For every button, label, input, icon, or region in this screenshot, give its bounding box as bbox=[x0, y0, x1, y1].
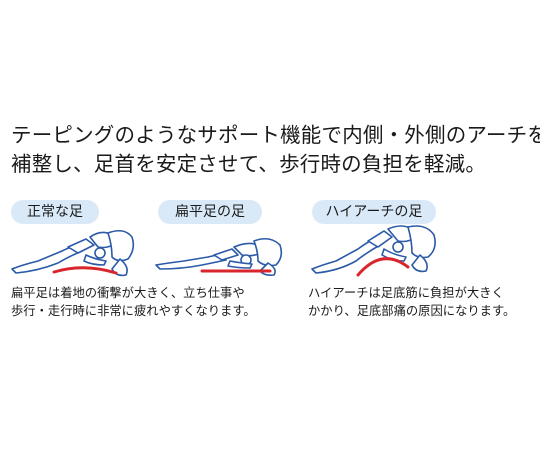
headline-line-1: テーピングのようなサポート機能で内側・外側のアーチを bbox=[11, 123, 540, 147]
flat-foot-illustration bbox=[152, 227, 287, 283]
flat-foot-bones-icon bbox=[155, 237, 283, 276]
high-arch-caption: ハイアーチは足底筋に負担が大きく かかり、足底部痛の原因になります。 bbox=[308, 284, 515, 320]
normal-arch-line bbox=[52, 266, 118, 275]
flat-foot-caption: 扁平足は着地の衝撃が大きく、立ち仕事や 歩行・走行時に非常に疲れやすくなります。 bbox=[11, 284, 256, 320]
normal-foot-illustration bbox=[8, 227, 138, 283]
label-normal-foot: 正常な足 bbox=[11, 200, 99, 224]
headline: テーピングのようなサポート機能で内側・外側のアーチを 補整し、足首を安定させて、… bbox=[11, 121, 540, 179]
normal-foot-bones-icon bbox=[11, 229, 135, 277]
label-flat-foot: 扁平足の足 bbox=[158, 200, 262, 224]
headline-line-2: 補整し、足首を安定させて、歩行時の負担を軽減。 bbox=[11, 152, 487, 176]
high-arch-foot-illustration bbox=[308, 225, 443, 287]
label-high-arch-foot: ハイアーチの足 bbox=[312, 200, 436, 224]
high-caption-line-1: ハイアーチは足底筋に負担が大きく bbox=[308, 286, 504, 300]
flat-caption-line-2: 歩行・走行時に非常に疲れやすくなります。 bbox=[11, 304, 256, 318]
high-arch-line bbox=[356, 257, 410, 277]
flat-caption-line-1: 扁平足は着地の衝撃が大きく、立ち仕事や bbox=[11, 286, 245, 300]
high-arch-foot-bones-icon bbox=[311, 225, 436, 277]
high-caption-line-2: かかり、足底部痛の原因になります。 bbox=[308, 304, 516, 318]
